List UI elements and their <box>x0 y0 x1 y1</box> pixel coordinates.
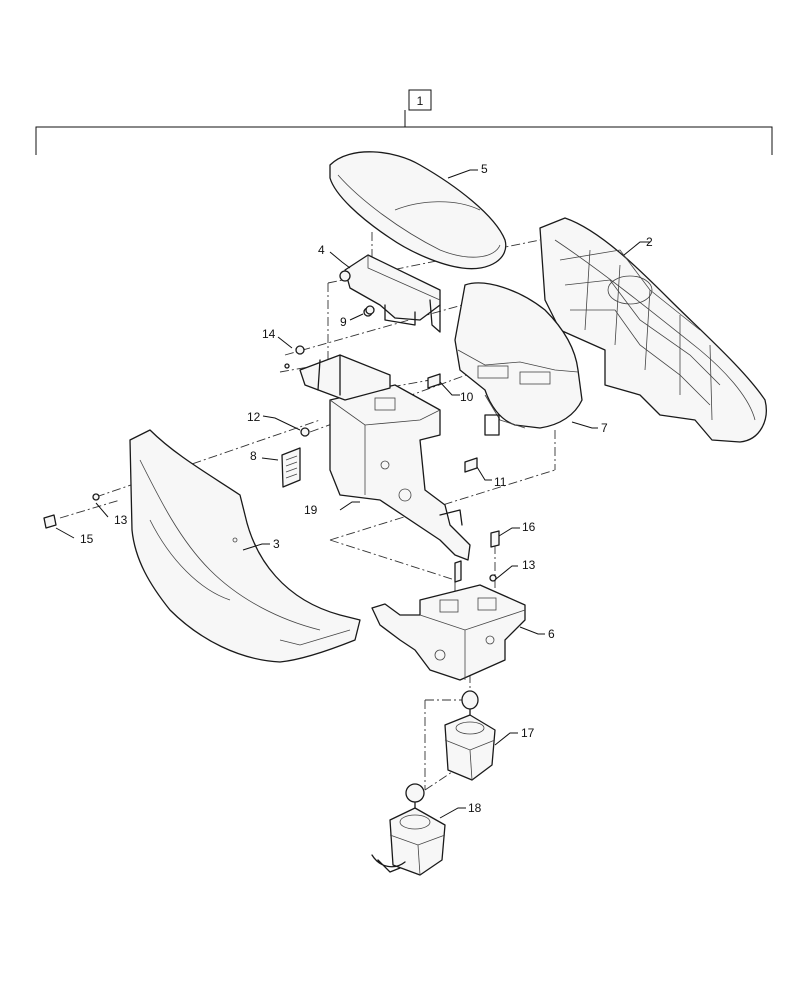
callout-14: 14 <box>262 327 276 341</box>
stud-6 <box>454 560 462 583</box>
clip-bracket <box>281 447 301 488</box>
leader-lines <box>55 169 650 819</box>
side-cover-left <box>129 429 361 663</box>
callout-17: 17 <box>521 726 535 740</box>
bolt-9 <box>365 305 375 315</box>
nut-12 <box>300 427 310 437</box>
side-cover-right <box>539 217 767 443</box>
assembly-bracket: 1 <box>35 89 773 155</box>
control-housing <box>454 282 583 436</box>
washer-14 <box>284 363 290 369</box>
bolt-10 <box>427 373 441 389</box>
callout-18: 18 <box>468 801 482 815</box>
callout-13b: 13 <box>522 558 536 572</box>
washer-13a <box>92 493 100 501</box>
washer-13b <box>489 574 497 582</box>
callout-11: 11 <box>494 475 507 489</box>
joystick-upper <box>444 690 496 781</box>
nut-14 <box>295 345 305 355</box>
callout-labels: 2 3 4 5 6 7 8 9 10 11 12 13 13 14 15 16 … <box>80 162 653 815</box>
upper-bracket <box>339 254 441 333</box>
joystick-lower <box>371 783 446 876</box>
callout-6: 6 <box>548 627 555 641</box>
callout-2: 2 <box>646 235 653 249</box>
fasteners <box>43 305 500 583</box>
callout-10: 10 <box>460 390 474 404</box>
callout-8: 8 <box>250 449 257 463</box>
mounting-frame <box>299 354 471 561</box>
bolt-11 <box>464 457 478 473</box>
callout-12: 12 <box>247 410 261 424</box>
armrest-pad <box>329 151 507 270</box>
callout-16: 16 <box>522 520 536 534</box>
callout-9: 9 <box>340 315 347 329</box>
callout-4: 4 <box>318 243 325 257</box>
bolt-15 <box>43 514 57 529</box>
lower-mounting-plate <box>371 584 526 681</box>
callout-19: 19 <box>304 503 318 517</box>
callout-13a: 13 <box>114 513 128 527</box>
callout-5: 5 <box>481 162 488 176</box>
assembly-callout-1: 1 <box>417 94 424 108</box>
callout-15: 15 <box>80 532 94 546</box>
callout-3: 3 <box>273 537 280 551</box>
callout-7: 7 <box>601 421 608 435</box>
bolt-16 <box>490 530 500 548</box>
